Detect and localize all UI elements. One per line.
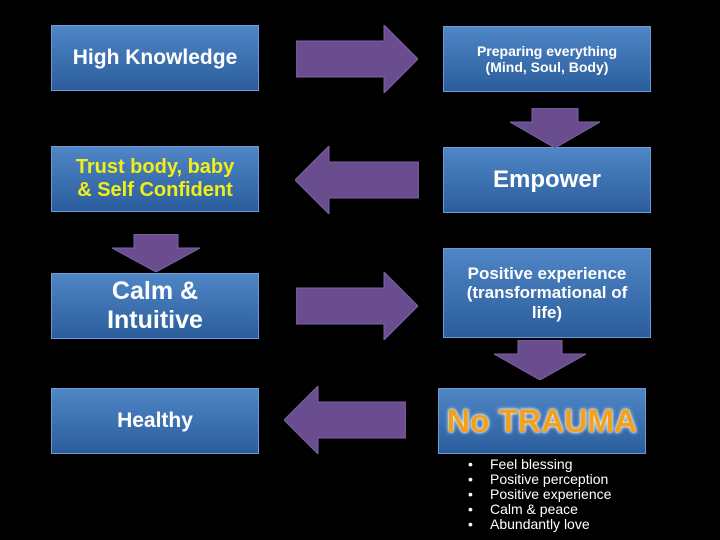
arrow-down-preparing-to-empower — [510, 108, 600, 148]
list-item: Calm & peace — [468, 502, 611, 518]
calm-intuitive-box: Calm & Intuitive — [51, 273, 259, 339]
trust-body-label-line2: & Self Confident — [77, 179, 233, 201]
list-item: Positive perception — [468, 472, 611, 488]
no-trauma-benefits-list: Feel blessing Positive perception Positi… — [468, 457, 611, 533]
high-knowledge-box: High Knowledge — [51, 25, 259, 91]
positive-experience-label-line1: Positive experience — [467, 263, 627, 283]
list-item: Feel blessing — [468, 457, 611, 473]
arrow-left-no-trauma-to-healthy — [284, 386, 406, 454]
trust-body-box: Trust body, baby & Self Confident — [51, 146, 259, 212]
arrow-right-knowledge-to-preparing — [296, 25, 418, 93]
high-knowledge-label: High Knowledge — [72, 45, 238, 69]
healthy-box: Healthy — [51, 388, 259, 454]
arrow-down-trust-to-calm — [112, 234, 200, 272]
arrow-left-empower-to-trust — [295, 146, 419, 214]
positive-experience-box: Positive experience (transformational of… — [443, 248, 651, 338]
arrow-down-positive-to-no-trauma — [494, 340, 586, 380]
trust-body-label-line1: Trust body, baby — [75, 156, 235, 178]
preparing-everything-box: Preparing everything (Mind, Soul, Body) — [443, 26, 651, 92]
calm-intuitive-label-line2: Intuitive — [107, 306, 203, 334]
list-item: Positive experience — [468, 487, 611, 503]
empower-box: Empower — [443, 147, 651, 213]
no-trauma-box: No TRAUMA — [438, 388, 646, 454]
no-trauma-label: No TRAUMA — [446, 402, 638, 439]
positive-experience-label-line3: life) — [531, 302, 563, 322]
arrow-right-calm-to-positive — [296, 272, 418, 340]
list-item: Abundantly love — [468, 517, 611, 533]
preparing-everything-sublabel: (Mind, Soul, Body) — [485, 59, 609, 75]
positive-experience-label-line2: (transformational of — [466, 283, 628, 303]
preparing-everything-label: Preparing everything — [476, 42, 618, 59]
empower-label: Empower — [492, 166, 602, 194]
healthy-label: Healthy — [117, 408, 193, 432]
calm-intuitive-label-line1: Calm & — [111, 277, 199, 306]
